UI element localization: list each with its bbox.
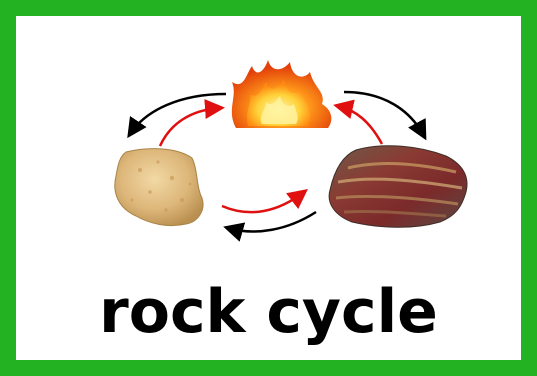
- arrow-sedimentary-to-fire: [160, 108, 220, 146]
- sandstone-rock-icon: [115, 149, 203, 226]
- arrow-metamorphic-to-sedimentary: [228, 212, 316, 231]
- metamorphic-rock-icon: [329, 146, 467, 228]
- arrow-fire-to-sedimentary: [130, 94, 226, 134]
- card-title: rock cycle: [0, 272, 537, 352]
- arrow-sedimentary-to-metamorphic: [222, 192, 304, 212]
- fire-icon: [232, 60, 332, 128]
- arrow-metamorphic-to-fire: [338, 106, 382, 144]
